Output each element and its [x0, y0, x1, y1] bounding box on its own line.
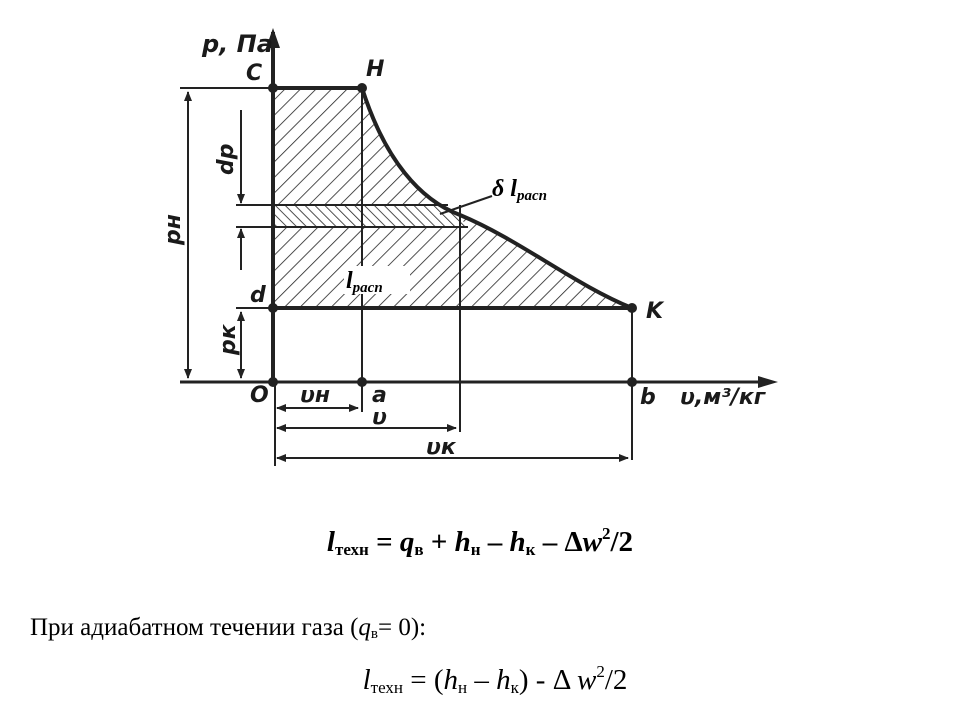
f1-l: l — [326, 526, 335, 558]
f2-h1: h — [443, 664, 459, 696]
y-axis-arrow — [266, 28, 280, 48]
f1-sq: 2 — [602, 524, 611, 543]
point-b — [627, 377, 637, 387]
f2-h2-sub: к — [510, 678, 519, 697]
label-pH: pн — [161, 214, 186, 246]
label-b: b — [640, 385, 656, 410]
f1-eq: = — [368, 526, 400, 558]
f2-l: l — [362, 664, 371, 696]
adiab-q-sub: в — [370, 626, 378, 642]
f2-l-sub: техн — [370, 678, 403, 697]
point-a — [357, 377, 367, 387]
f2-minus: – — [467, 664, 497, 696]
f2-eq: = ( — [403, 664, 444, 696]
f2-mid: ) - Δ — [518, 664, 578, 696]
point-d — [268, 303, 278, 313]
label-pK: pк — [216, 323, 241, 356]
label-y-axis: p, Па — [201, 30, 273, 58]
pv-diagram: p, Па C H d K O a b υ,м³/кг pн pк dp υн … — [161, 28, 778, 466]
label-K: K — [646, 299, 665, 324]
label-dp: dp — [214, 144, 239, 176]
adiab-text: При адиабатном течении газа ( — [30, 614, 359, 641]
adiab-tail: = 0): — [378, 614, 427, 641]
f1-h1: h — [454, 526, 471, 558]
f1-h2: h — [509, 526, 526, 558]
label-x-axis: υ,м³/кг — [680, 385, 767, 410]
adiabatic-note: При адиабатном течении газа (qв= 0): — [30, 614, 426, 643]
f2-tail: /2 — [604, 664, 628, 696]
l-rasp-label-bg — [344, 266, 410, 294]
f1-h2-sub: к — [525, 540, 536, 559]
f2-h2: h — [496, 664, 511, 696]
f1-minus1: – — [480, 526, 510, 558]
point-H — [357, 83, 367, 93]
f1-l-sub: техн — [334, 540, 369, 559]
f1-q-sub: в — [414, 540, 424, 559]
label-C: C — [246, 61, 262, 86]
formula-adiabatic-work: lтехн = (hн – hк) - Δ w2/2 — [0, 662, 960, 698]
hatched-area-l-rasp — [273, 88, 632, 308]
f2-sq: 2 — [596, 662, 605, 681]
point-C — [268, 83, 278, 93]
f1-plus: + — [423, 526, 455, 558]
label-v: υ — [372, 405, 387, 430]
label-l-rasp: lрасп — [346, 268, 383, 296]
formula-technical-work: lтехн = qв + hн – hк – Δw2/2 — [0, 524, 960, 560]
label-d: d — [250, 283, 266, 308]
label-vH: υн — [300, 383, 330, 408]
leader-delta-l — [439, 195, 493, 215]
f2-h1-sub: н — [458, 678, 468, 697]
f1-h1-sub: н — [470, 540, 481, 559]
label-delta-l-rasp: δ lрасп — [492, 176, 547, 204]
f1-minus2: – Δ — [535, 526, 583, 558]
f2-w: w — [577, 664, 597, 696]
point-K — [627, 303, 637, 313]
label-a: a — [372, 383, 387, 408]
f1-w: w — [582, 526, 602, 558]
f1-q: q — [399, 526, 415, 558]
label-H: H — [366, 57, 384, 82]
label-vK: υк — [426, 435, 457, 460]
point-O — [268, 377, 278, 387]
f1-tail: /2 — [610, 526, 634, 558]
label-O: O — [250, 383, 269, 408]
adiab-q: q — [358, 614, 371, 641]
x-axis-arrow — [758, 376, 778, 388]
hatched-strip-delta-l-fill — [275, 205, 468, 227]
